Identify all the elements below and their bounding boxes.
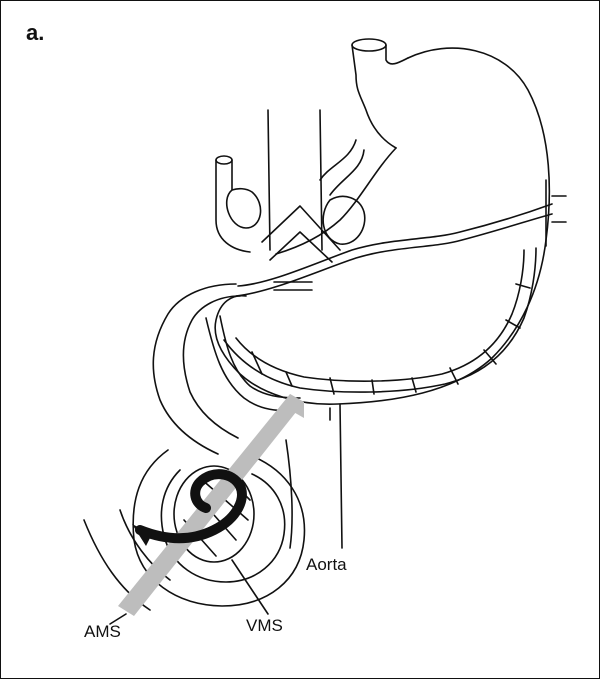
ams-band [118, 394, 304, 616]
esophagus-left-wall [352, 45, 396, 148]
gastroepiploic-outer [224, 248, 536, 392]
gastric-arcade-lower [236, 214, 552, 296]
esophagus-opening [352, 39, 386, 51]
duodenum-outer [153, 284, 236, 454]
esophagus-right-wall [386, 45, 408, 64]
vessel-crossing [262, 206, 340, 262]
vessel-loop-left [227, 189, 261, 228]
vms-label: VMS [246, 616, 283, 636]
vessel-stub-top-left [216, 156, 232, 164]
intestine-right-wall [286, 440, 292, 548]
pancreatic-duct [206, 316, 300, 411]
ams-label: AMS [84, 622, 121, 642]
vessel-branch-upper [320, 140, 364, 195]
gastroepiploic-inner [236, 250, 524, 381]
aorta-leader-line [340, 404, 342, 548]
gastroepiploic-branches [252, 284, 530, 394]
stomach-greater-curvature [215, 48, 549, 404]
duodenum-inner [184, 296, 241, 438]
vessel-loop-right [323, 196, 365, 244]
vms-leader-line [232, 560, 268, 614]
aorta-label: Aorta [306, 555, 347, 575]
left-vessel-branch [216, 160, 250, 252]
